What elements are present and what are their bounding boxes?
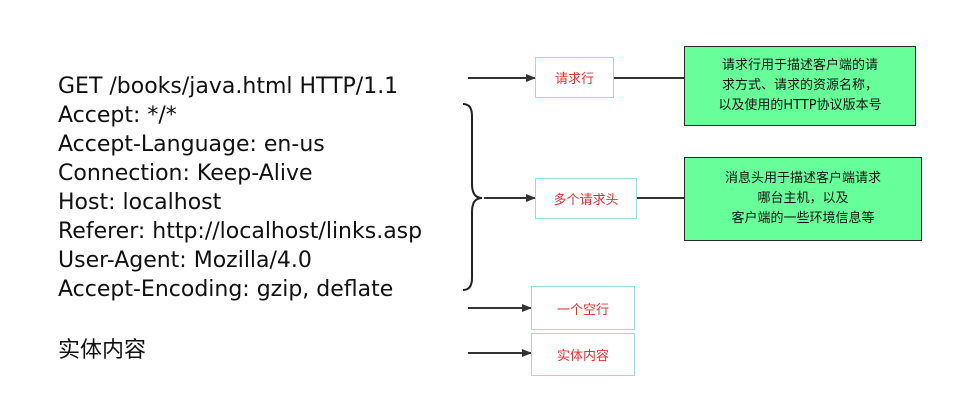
note-headers-text-2: 哪台主机，以及 xyxy=(757,191,849,206)
label-blank-line: 一个空行 xyxy=(531,286,635,330)
label-request-line: 请求行 xyxy=(535,57,614,98)
header-line-accept: Accept: */* xyxy=(58,103,177,128)
label-headers: 多个请求头 xyxy=(535,178,637,219)
note-headers-text-3: 客户端的一些环境信息等 xyxy=(731,211,875,226)
note-request-line-text-1: 请求行用于描述客户端的请 xyxy=(721,58,878,73)
http-request-text: GET /books/java.html HTTP/1.1 Accept: */… xyxy=(58,72,422,304)
headers-brace xyxy=(462,103,483,291)
note-request-line-text-3: 以及使用的HTTP协议版本号 xyxy=(718,98,882,113)
note-request-line-text-2: 求方式、请求的资源名称， xyxy=(721,78,878,93)
note-headers-text-1: 消息头用于描述客户端请求 xyxy=(724,171,881,186)
note-request-line: 请求行用于描述客户端的请 求方式、请求的资源名称， 以及使用的HTTP协议版本号 xyxy=(684,46,916,126)
header-line-accept-encoding: Accept-Encoding: gzip, deflate xyxy=(58,277,394,302)
header-line-user-agent: User-Agent: Mozilla/4.0 xyxy=(58,248,312,273)
label-entity-body: 实体内容 xyxy=(531,333,635,376)
header-line-host: Host: localhost xyxy=(58,190,222,215)
header-line-accept-language: Accept-Language: en-us xyxy=(58,132,325,157)
request-line: GET /books/java.html HTTP/1.1 xyxy=(58,74,399,99)
note-headers: 消息头用于描述客户端请求 哪台主机，以及 客户端的一些环境信息等 xyxy=(684,157,922,241)
header-line-connection: Connection: Keep-Alive xyxy=(58,161,313,186)
header-line-referer: Referer: http://localhost/links.asp xyxy=(58,219,423,244)
entity-body-text: 实体内容 xyxy=(58,338,147,363)
